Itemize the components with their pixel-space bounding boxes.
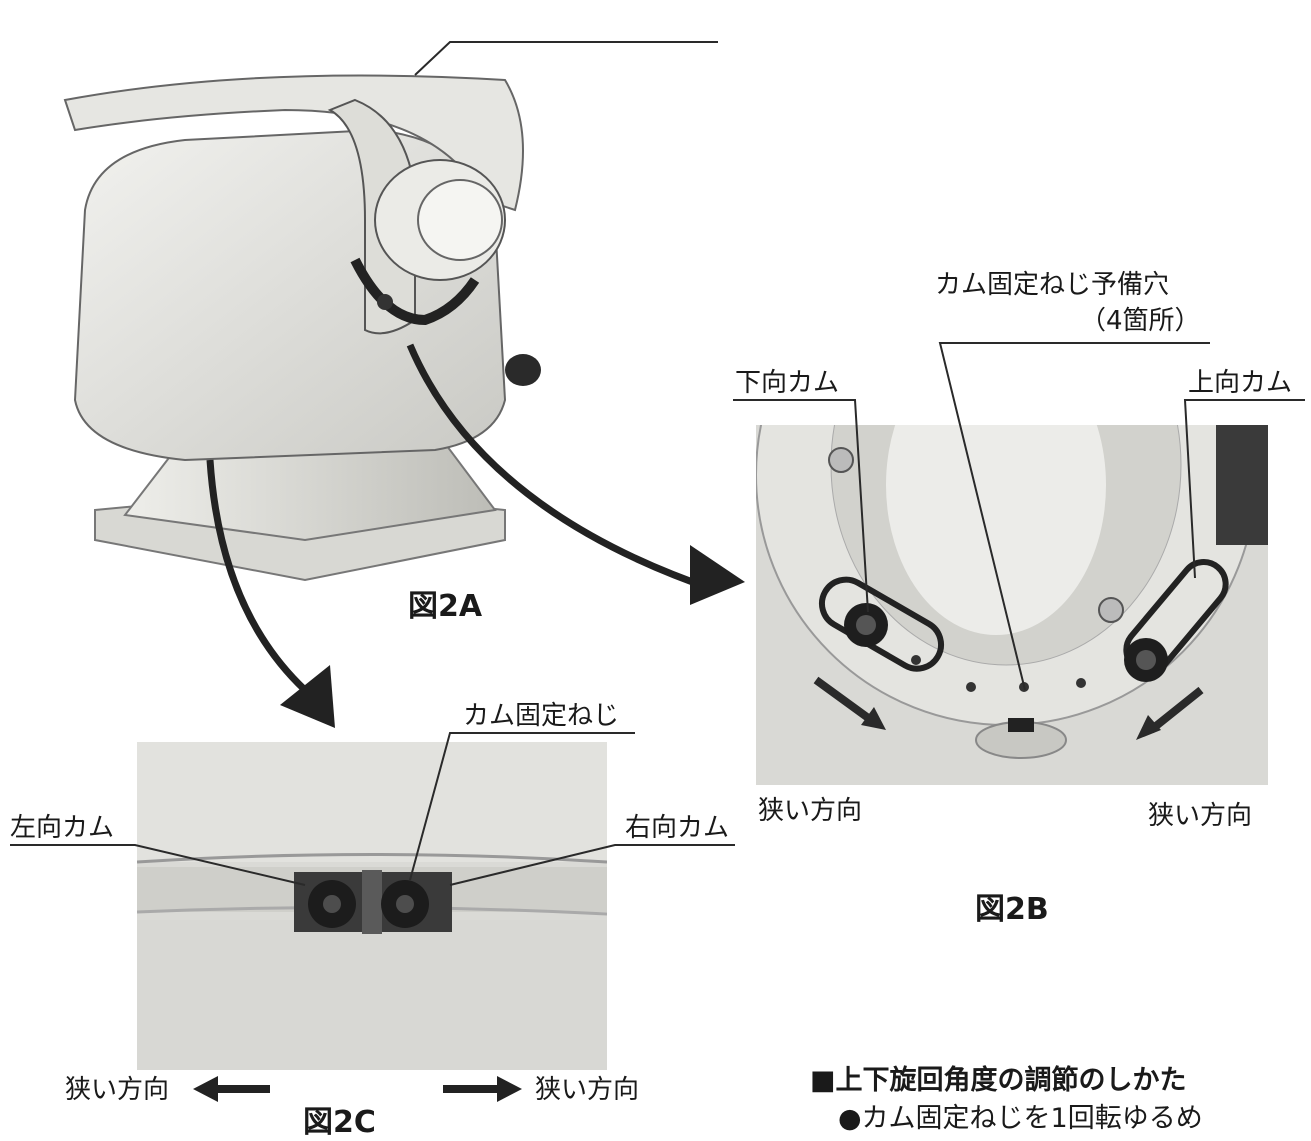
instructions-step-1: ●カム固定ねじを1回転ゆるめ	[838, 1103, 1203, 1134]
arrow-to-2b	[406, 343, 717, 594]
arrow-to-2c	[206, 459, 308, 693]
leader-spare-holes	[938, 342, 1210, 691]
label-narrow-direction-2b-right: 狭い方向	[1148, 801, 1253, 831]
label-up-cam: 上向カム	[1188, 368, 1293, 398]
arrow-to-2b-head	[690, 545, 745, 605]
figure-2b-caption: 図2B	[975, 892, 1049, 927]
label-narrow-direction-2c-left: 狭い方向	[65, 1075, 170, 1105]
figure-2a-caption: 図2A	[408, 589, 483, 624]
leader-stage	[414, 41, 718, 76]
arrow-narrow-2c-right-head	[497, 1076, 522, 1102]
label-narrow-direction-2b-left: 狭い方向	[758, 796, 863, 826]
arrow-narrow-2c-left-head	[193, 1076, 218, 1102]
figure-2a-photo	[55, 70, 565, 590]
label-left-cam: 左向カム	[10, 813, 115, 843]
arrow-to-2c-head	[280, 665, 335, 728]
label-spare-holes: カム固定ねじ予備穴	[935, 270, 1170, 300]
label-narrow-direction-2c-right: 狭い方向	[535, 1075, 640, 1105]
leader-up-cam	[1183, 399, 1305, 579]
leader-right-cam	[449, 844, 735, 886]
label-cam-screw: カム固定ねじ	[463, 701, 620, 731]
leader-cam-screw	[409, 732, 635, 881]
figure-2c-photo	[137, 742, 607, 1070]
figure-2b-photo	[756, 425, 1268, 785]
label-right-cam: 右向カム	[625, 813, 730, 843]
label-down-cam: 下向カム	[735, 368, 840, 398]
leader-down-cam	[733, 399, 869, 613]
leader-left-cam	[10, 844, 306, 886]
figure-2c-caption: 図2C	[303, 1105, 376, 1140]
instructions-heading: ■上下旋回角度の調節のしかた	[810, 1065, 1187, 1096]
label-spare-holes-count: （4箇所）	[1080, 306, 1201, 336]
